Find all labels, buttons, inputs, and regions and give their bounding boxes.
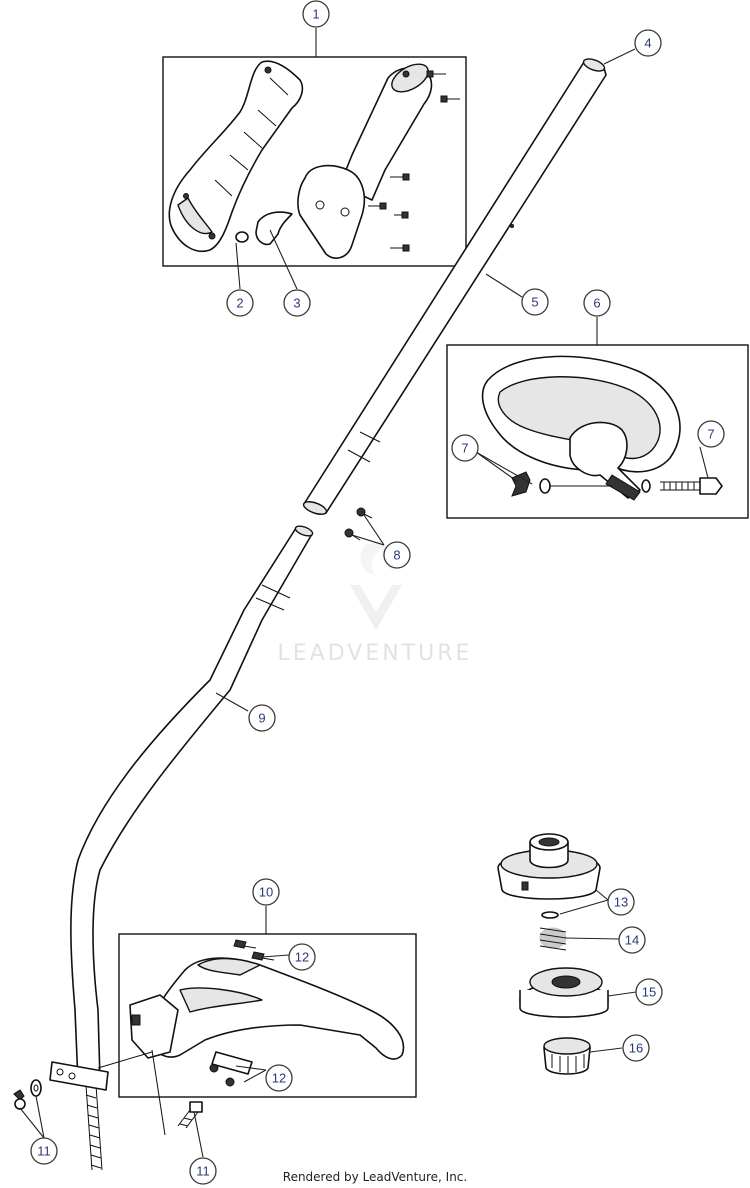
aux-handle [481, 355, 723, 501]
callout-11b-label: 11 [196, 1164, 210, 1179]
callout-7a-label: 7 [461, 441, 468, 456]
spring-ring [235, 231, 249, 243]
callout-7b-label: 7 [707, 427, 714, 442]
callout-15: 15 [635, 978, 663, 1006]
leader-lines [19, 28, 709, 1158]
bump-knob [543, 1037, 591, 1075]
callout-9: 9 [248, 704, 276, 732]
callout-15-label: 15 [642, 985, 656, 1000]
handle-left-half [168, 60, 304, 252]
callout-8: 8 [383, 541, 411, 569]
watermark-text: LEADVENTURE [277, 641, 473, 666]
callout-14: 14 [618, 926, 646, 954]
callout-11a-label: 11 [37, 1144, 51, 1159]
callout-2-label: 2 [236, 296, 243, 311]
callout-12b: 12 [265, 1064, 293, 1092]
callout-3-label: 3 [293, 296, 300, 311]
callout-2: 2 [226, 289, 254, 317]
upper-shaft [302, 58, 607, 515]
throttle-trigger [255, 211, 293, 246]
callout-10-label: 10 [259, 885, 273, 900]
callout-13-label: 13 [614, 895, 628, 910]
spool [519, 967, 609, 1018]
callout-8-label: 8 [393, 548, 400, 563]
callout-11b: 11 [189, 1157, 217, 1185]
callout-12b-label: 12 [272, 1071, 286, 1086]
handle-tube [297, 63, 433, 259]
callout-12a-label: 12 [295, 950, 309, 965]
callout-4-label: 4 [644, 36, 651, 51]
callout-5: 5 [521, 288, 549, 316]
lower-shaft [49, 525, 314, 1171]
callout-4: 4 [634, 29, 662, 57]
callout-7a: 7 [451, 434, 479, 462]
callout-16: 16 [622, 1034, 650, 1062]
housing-washer [541, 911, 559, 919]
coupler-screws [344, 507, 373, 541]
callout-3: 3 [283, 289, 311, 317]
callout-7b: 7 [697, 420, 725, 448]
callout-1: 1 [302, 0, 330, 28]
callout-12a: 12 [288, 943, 316, 971]
guard-bolt [177, 1101, 203, 1129]
callout-16-label: 16 [629, 1041, 643, 1056]
callout-6: 6 [583, 289, 611, 317]
callout-11a: 11 [30, 1137, 58, 1165]
footer-credit: Rendered by LeadVenture, Inc. [282, 1170, 468, 1184]
trimmer-guard [97, 957, 405, 1136]
callout-5-label: 5 [531, 295, 538, 310]
guard-screws [209, 939, 275, 1087]
callout-1-label: 1 [312, 7, 319, 22]
wing-nut [13, 1079, 42, 1110]
spring [539, 927, 567, 951]
callout-10: 10 [252, 878, 280, 906]
callout-14-label: 14 [625, 933, 639, 948]
callout-6-label: 6 [593, 296, 600, 311]
callout-9-label: 9 [258, 711, 265, 726]
callout-13: 13 [607, 888, 635, 916]
handle-assembly-box [162, 56, 467, 267]
handle-screws [368, 70, 460, 252]
spool-housing [497, 833, 601, 900]
guard-box [118, 933, 417, 1098]
